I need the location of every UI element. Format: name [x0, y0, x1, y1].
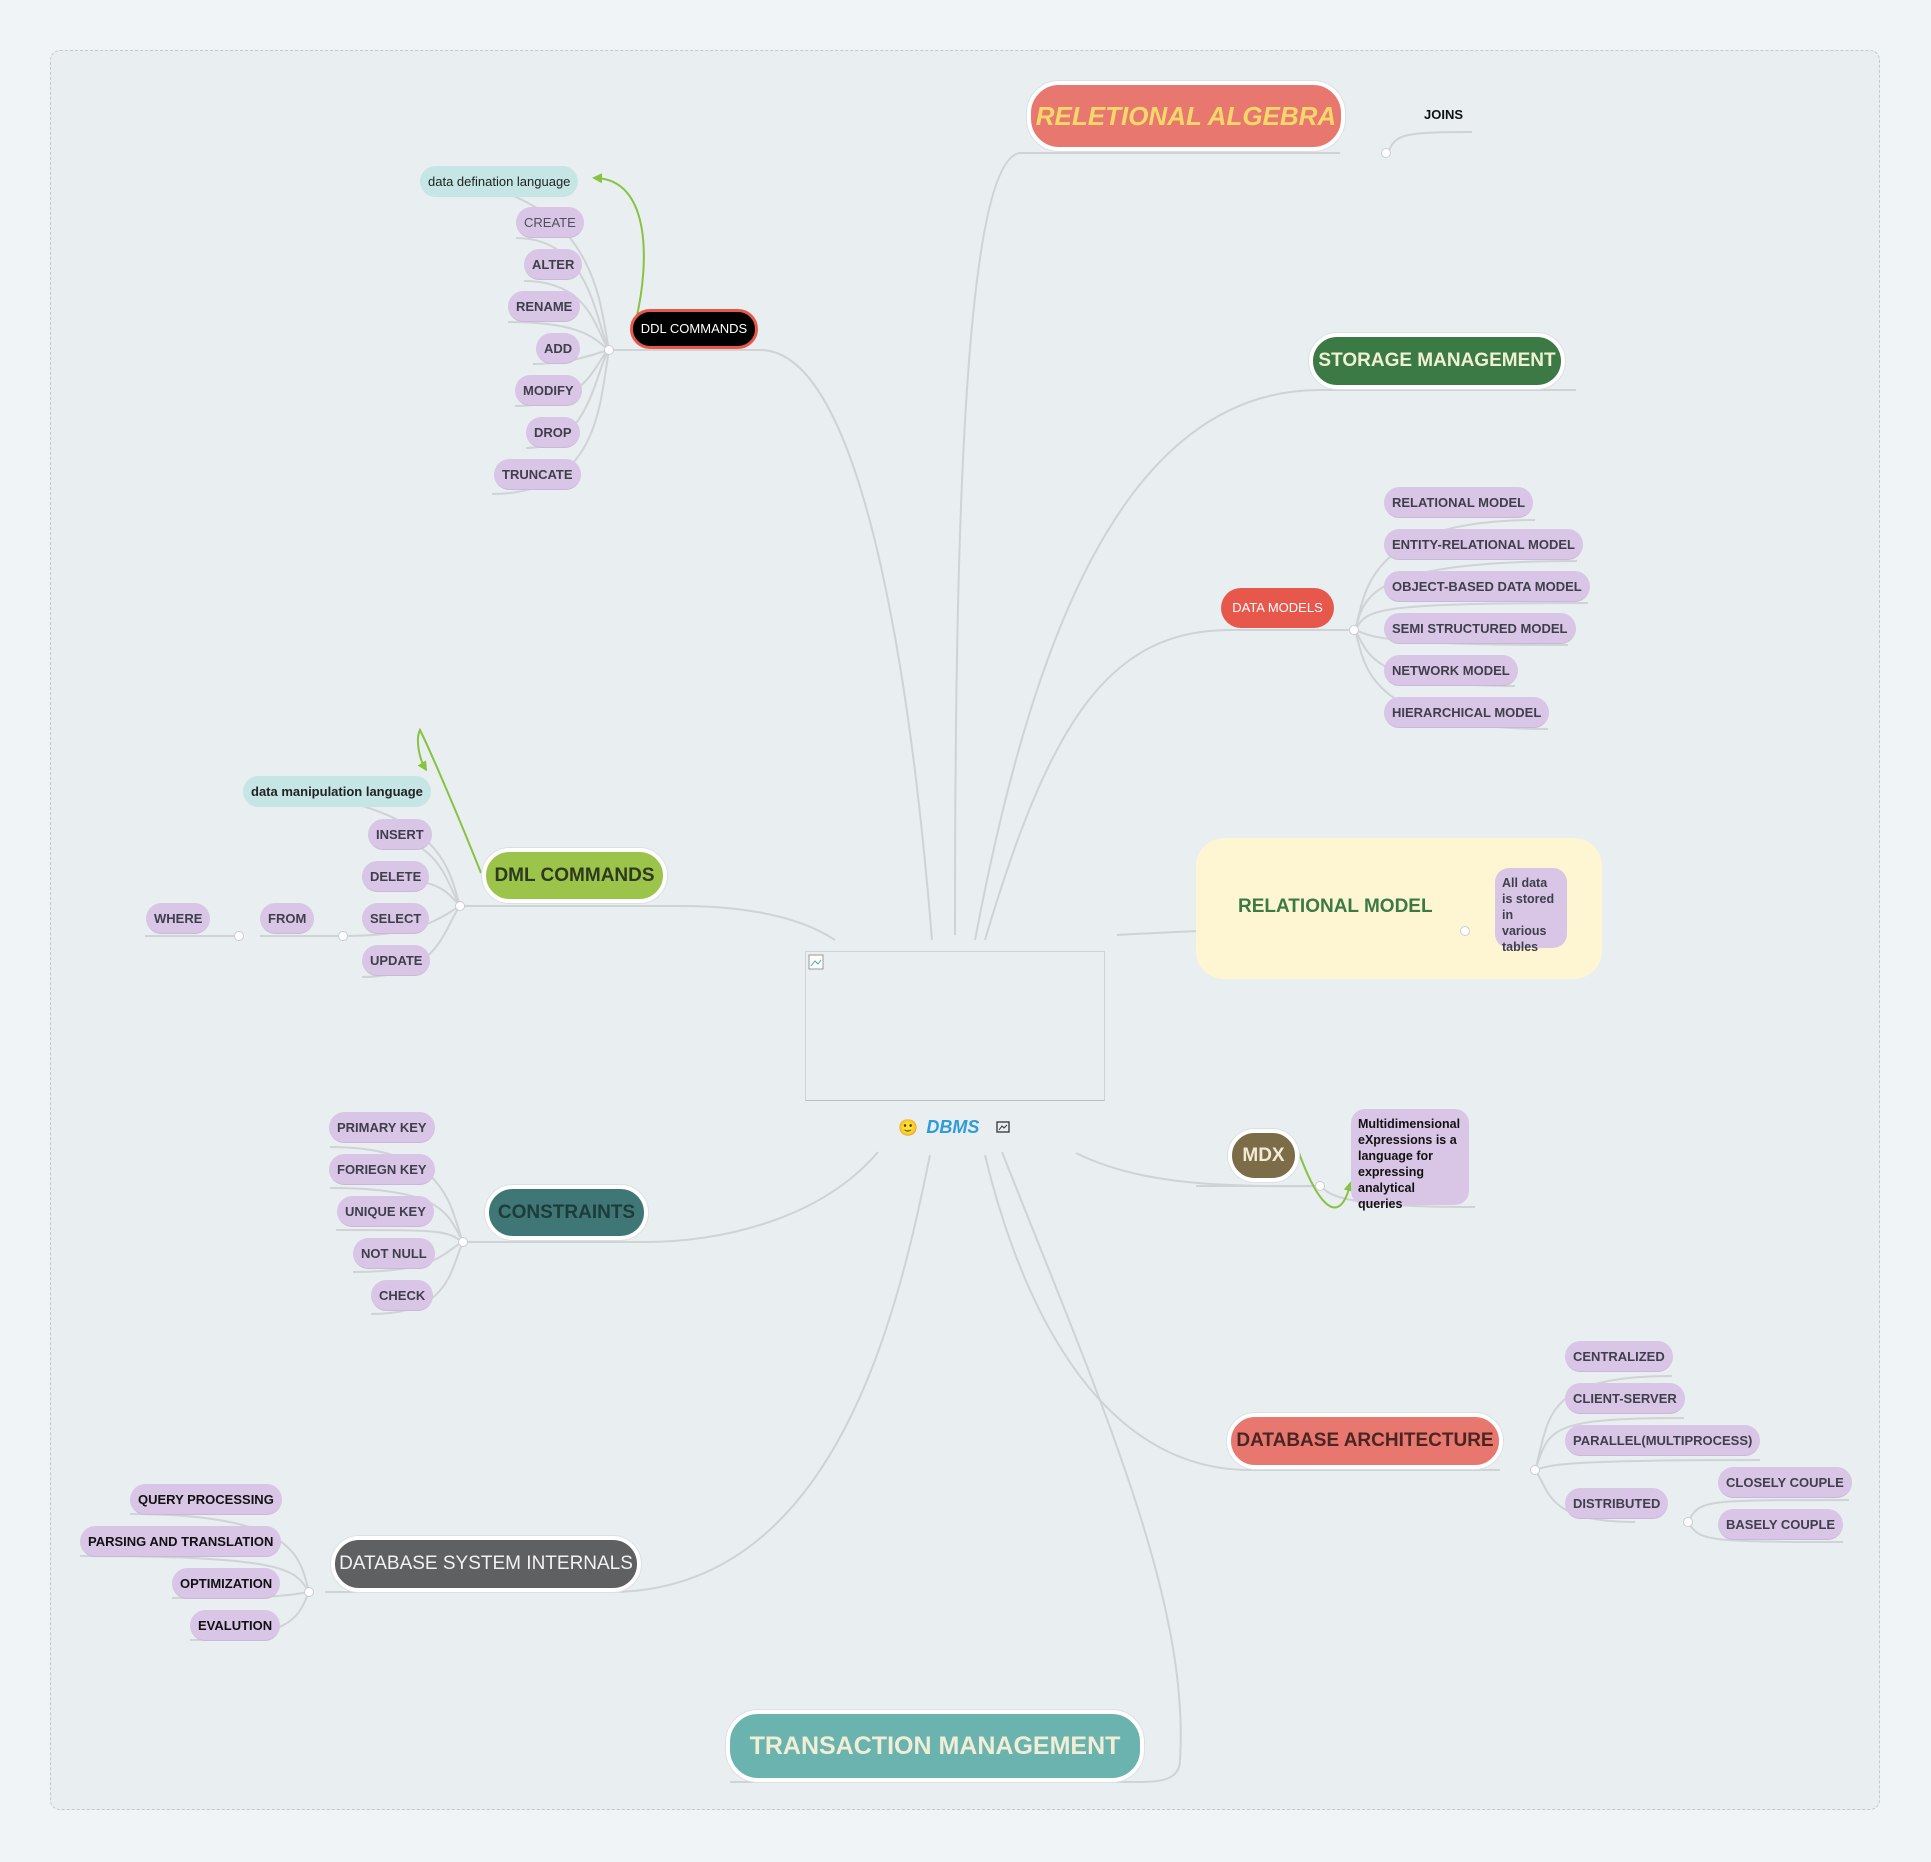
- connector-dot: [1315, 1181, 1325, 1191]
- leaf-parallel[interactable]: PARALLEL(MULTIPROCESS): [1565, 1425, 1761, 1456]
- branch-dml-commands[interactable]: DML COMMANDS: [482, 848, 667, 903]
- leaf-alter[interactable]: ALTER: [524, 249, 583, 280]
- branch-relational-algebra[interactable]: RELETIONAL ALGEBRA: [1027, 81, 1345, 151]
- leaf-client-server[interactable]: CLIENT-SERVER: [1565, 1383, 1685, 1414]
- leaf-closely-couple[interactable]: CLOSELY COUPLE: [1718, 1467, 1852, 1498]
- leaf-primary-key[interactable]: PRIMARY KEY: [329, 1112, 435, 1143]
- leaf-unique-key[interactable]: UNIQUE KEY: [337, 1196, 434, 1227]
- leaf-add[interactable]: ADD: [536, 333, 581, 364]
- central-image-placeholder: [805, 951, 1105, 1101]
- branch-mdx[interactable]: MDX: [1228, 1129, 1299, 1182]
- branch-storage-management[interactable]: STORAGE MANAGEMENT: [1309, 333, 1565, 389]
- connector-dot: [458, 1237, 468, 1247]
- leaf-query-processing[interactable]: QUERY PROCESSING: [130, 1484, 282, 1515]
- leaf-rename[interactable]: RENAME: [508, 291, 581, 322]
- leaf-create[interactable]: CREATE: [516, 207, 584, 238]
- leaf-check[interactable]: CHECK: [371, 1280, 434, 1311]
- leaf-update[interactable]: UPDATE: [362, 945, 431, 976]
- leaf-drop[interactable]: DROP: [526, 417, 580, 448]
- leaf-centralized[interactable]: CENTRALIZED: [1565, 1341, 1673, 1372]
- note-dml[interactable]: data manipulation language: [243, 776, 431, 807]
- connector-dot: [338, 931, 348, 941]
- connector-dot: [1460, 926, 1470, 936]
- connector-dot: [1381, 148, 1391, 158]
- leaf-where[interactable]: WHERE: [146, 903, 211, 934]
- leaf-basely-couple[interactable]: BASELY COUPLE: [1718, 1509, 1844, 1540]
- leaf-relational-model[interactable]: RELATIONAL MODEL: [1384, 487, 1534, 518]
- leaf-select[interactable]: SELECT: [362, 903, 430, 934]
- leaf-foriegn-key[interactable]: FORIEGN KEY: [329, 1154, 435, 1185]
- connector-dot: [455, 901, 465, 911]
- branch-relational-model[interactable]: RELATIONAL MODEL: [1238, 896, 1433, 917]
- leaf-joins[interactable]: JOINS: [1424, 107, 1464, 122]
- leaf-parsing-and-translation[interactable]: PARSING AND TRANSLATION: [80, 1526, 282, 1557]
- leaf-network-model[interactable]: NETWORK MODEL: [1384, 655, 1518, 686]
- leaf-optimization[interactable]: OPTIMIZATION: [172, 1568, 281, 1599]
- leaf-truncate[interactable]: TRUNCATE: [494, 459, 581, 490]
- branch-database-architecture[interactable]: DATABASE ARCHITECTURE: [1227, 1413, 1503, 1469]
- note-relational-model[interactable]: All data is stored in various tables: [1495, 868, 1567, 954]
- note-mdx[interactable]: Multidimensional eXpressions is a langua…: [1351, 1109, 1469, 1211]
- branch-database-system-internals[interactable]: DATABASE SYSTEM INTERNALS: [331, 1536, 641, 1592]
- connector-dot: [1683, 1517, 1693, 1527]
- image-icon[interactable]: [996, 1116, 1010, 1142]
- connector-dot: [1349, 625, 1359, 635]
- smiley-icon: 🙂: [898, 1120, 918, 1137]
- leaf-evalution[interactable]: EVALUTION: [190, 1610, 281, 1641]
- connector-dot: [304, 1587, 314, 1597]
- leaf-insert[interactable]: INSERT: [368, 819, 432, 850]
- leaf-distributed[interactable]: DISTRIBUTED: [1565, 1488, 1669, 1519]
- leaf-delete[interactable]: DELETE: [362, 861, 430, 892]
- leaf-not-null[interactable]: NOT NULL: [353, 1238, 435, 1269]
- leaf-entity-relational-model[interactable]: ENTITY-RELATIONAL MODEL: [1384, 529, 1583, 560]
- note-ddl[interactable]: data defination language: [420, 166, 579, 197]
- branch-ddl-commands[interactable]: DDL COMMANDS: [630, 309, 758, 349]
- connector-dot: [234, 931, 244, 941]
- connector-dot: [604, 345, 614, 355]
- branch-data-models[interactable]: DATA MODELS: [1221, 588, 1334, 628]
- leaf-hierarchical-model[interactable]: HIERARCHICAL MODEL: [1384, 697, 1550, 728]
- leaf-object-based-data-model[interactable]: OBJECT-BASED DATA MODEL: [1384, 571, 1590, 602]
- connector-dot: [1530, 1465, 1540, 1475]
- broken-image-icon: [808, 954, 824, 970]
- branch-transaction-management[interactable]: TRANSACTION MANAGEMENT: [726, 1710, 1144, 1782]
- mind-map-canvas: [50, 50, 1880, 1810]
- leaf-from[interactable]: FROM: [260, 903, 315, 934]
- central-topic[interactable]: 🙂 DBMS: [898, 1114, 1010, 1140]
- central-title: DBMS: [926, 1117, 980, 1137]
- leaf-modify[interactable]: MODIFY: [515, 375, 582, 406]
- branch-constraints[interactable]: CONSTRAINTS: [485, 1185, 648, 1240]
- leaf-semi-structured-model[interactable]: SEMI STRUCTURED MODEL: [1384, 613, 1576, 644]
